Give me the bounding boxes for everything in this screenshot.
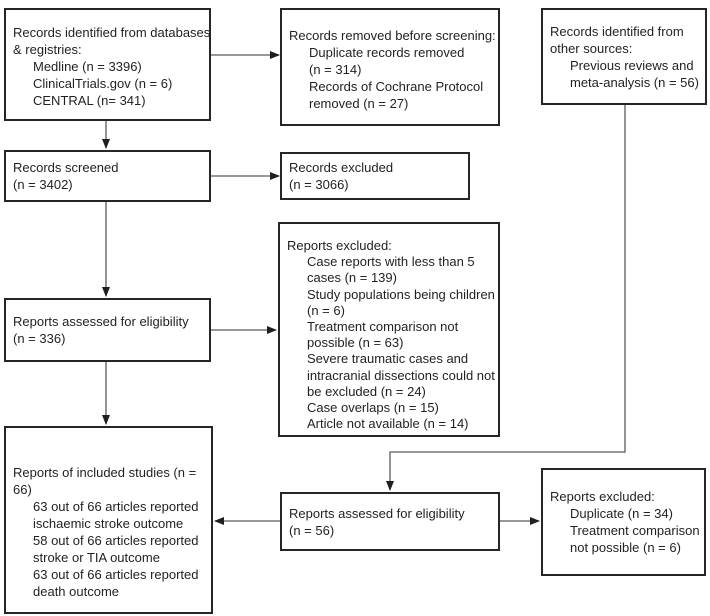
box-text-line: Reports excluded: <box>550 489 655 504</box>
box-text-line: Duplicate (n = 34) <box>570 506 673 521</box>
box-reports-excluded-main: Reports excluded: Case reports with less… <box>278 222 500 437</box>
box-records-removed-before-screening: Records removed before screening: Duplic… <box>280 8 500 126</box>
box-text-line: cases (n = 139) <box>307 270 397 286</box>
box-text-line: (n = 314) <box>309 61 362 77</box>
box-text-line: Treatment comparison <box>570 523 700 538</box>
box-text-line: Records removed before screening: <box>289 27 496 43</box>
box-text-line: Records identified from databases <box>13 25 211 40</box>
box-text-line: 66) <box>13 482 32 497</box>
box-text-line: (n = 56) <box>289 522 335 538</box>
box-text-line: Case reports with less than 5 <box>307 254 475 270</box>
box-text-line: (n = 336) <box>13 331 66 346</box>
box-records-screened: Records screened (n = 3402) <box>4 150 211 202</box>
box-text-line: Case overlaps (n = 15) <box>307 400 439 416</box>
box-text-line: 63 out of 66 articles reported <box>33 567 199 582</box>
box-text-line: ClinicalTrials.gov (n = 6) <box>33 76 173 91</box>
box-text-line: be excluded (n = 24) <box>307 383 426 399</box>
box-text-line: Reports assessed for eligibility <box>13 314 189 329</box>
box-text-line: Records screened <box>13 160 119 175</box>
box-text-line: possible (n = 63) <box>307 335 404 351</box>
box-text-line: Treatment comparison not <box>307 319 459 335</box>
box-text-line: 58 out of 66 articles reported <box>33 533 199 548</box>
box-text-line: (n = 3402) <box>13 177 73 192</box>
box-text-line: 63 out of 66 articles reported <box>33 499 199 514</box>
box-reports-excluded-secondary: Reports excluded: Duplicate (n = 34) Tre… <box>541 468 706 576</box>
box-text-line: Study populations being children <box>307 286 495 302</box>
box-text-line: Reports of included studies (n = <box>13 465 197 480</box>
box-reports-assessed-eligibility-2: Reports assessed for eligibility (n = 56… <box>280 492 500 551</box>
box-text-line: intracranial dissections could not <box>307 367 495 383</box>
box-text-line: ischaemic stroke outcome <box>33 516 184 531</box>
box-reports-assessed-eligibility-1: Reports assessed for eligibility (n = 33… <box>4 298 211 362</box>
box-records-identified-other-sources: Records identified from other sources: P… <box>541 8 707 105</box>
box-text-line: Medline (n = 3396) <box>33 59 142 74</box>
box-reports-of-included-studies: Reports of included studies (n = 66) 63 … <box>4 426 213 614</box>
arrow-other-sources-to-assessed2 <box>386 105 626 491</box>
box-text-line: removed (n = 27) <box>309 95 409 111</box>
box-text-line: Records identified from <box>550 23 684 39</box>
box-text-line: & registries: <box>13 42 82 57</box>
box-text-line: CENTRAL (n= 341) <box>33 93 146 108</box>
box-text-line: (n = 3066) <box>289 177 349 192</box>
box-records-identified-databases: Records identified from databases & regi… <box>4 8 211 121</box>
box-records-excluded: Records excluded (n = 3066) <box>280 152 470 200</box>
box-text-line: Reports excluded: <box>287 238 392 253</box>
box-text-line: Article not available (n = 14) <box>307 416 469 432</box>
box-text-line: meta-analysis (n = 56) <box>570 74 699 90</box>
box-text-line: Duplicate records removed <box>309 44 465 60</box>
box-text-line: not possible (n = 6) <box>570 540 681 555</box>
box-text-line: Reports assessed for eligibility <box>289 505 465 521</box>
box-text-line: Records excluded <box>289 160 394 175</box>
box-text-line: other sources: <box>550 40 633 56</box>
box-text-line: death outcome <box>33 584 120 599</box>
box-text-line: Records of Cochrane Protocol <box>309 78 484 94</box>
box-text-line: Previous reviews and <box>570 57 694 73</box>
box-text-line: (n = 6) <box>307 302 345 318</box>
box-text-line: stroke or TIA outcome <box>33 550 160 565</box>
box-text-line: Severe traumatic cases and <box>307 351 469 367</box>
